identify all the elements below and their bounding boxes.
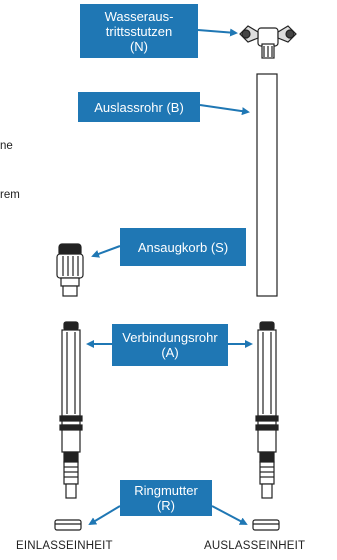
label-strainer: Ansaugkorb (S): [120, 228, 246, 266]
ring-nut-left: [54, 519, 82, 531]
label-water-outlet-line2: trittsstutzen: [105, 23, 173, 39]
label-outlet-pipe-text: Auslassrohr (B): [94, 99, 184, 115]
label-strainer-text: Ansaugkorb (S): [137, 239, 229, 255]
label-water-outlet-line1: Wasseraus-: [104, 8, 174, 24]
label-ring-nut-line1: Ringmutter: [134, 483, 198, 498]
arrow-ringnut-left: [88, 505, 121, 526]
label-ring-nut-line2: (R): [156, 498, 176, 513]
ring-nut-right: [252, 519, 280, 531]
connecting-pipe-right: [255, 321, 279, 499]
label-water-outlet-line3: (N): [129, 38, 149, 54]
arrow-strainer: [91, 245, 121, 258]
label-ring-nut: Ringmutter (R): [120, 480, 212, 516]
suction-strainer: [56, 243, 84, 297]
water-outlet-fitting: [239, 25, 297, 59]
cropped-text-1: ne: [0, 140, 13, 152]
label-connecting-pipe-line1: Verbindungsrohr: [122, 330, 218, 345]
outlet-unit-label: AUSLASSEINHEIT: [204, 540, 306, 552]
cropped-text-2: rem: [0, 189, 20, 201]
arrow-outlet-pipe: [199, 104, 250, 116]
label-water-outlet: Wasseraus- trittsstutzen (N): [80, 4, 198, 58]
arrow-ringnut-right: [211, 505, 248, 525]
label-outlet-pipe: Auslassrohr (B): [78, 92, 200, 122]
label-connecting-pipe-line2: (A): [161, 345, 179, 360]
outlet-pipe: [256, 73, 278, 297]
inlet-unit-label: EINLASSEINHEIT: [16, 540, 113, 552]
arrow-water-outlet: [197, 28, 238, 37]
connecting-pipe-left: [59, 321, 83, 499]
label-connecting-pipe: Verbindungsrohr (A): [112, 324, 228, 366]
